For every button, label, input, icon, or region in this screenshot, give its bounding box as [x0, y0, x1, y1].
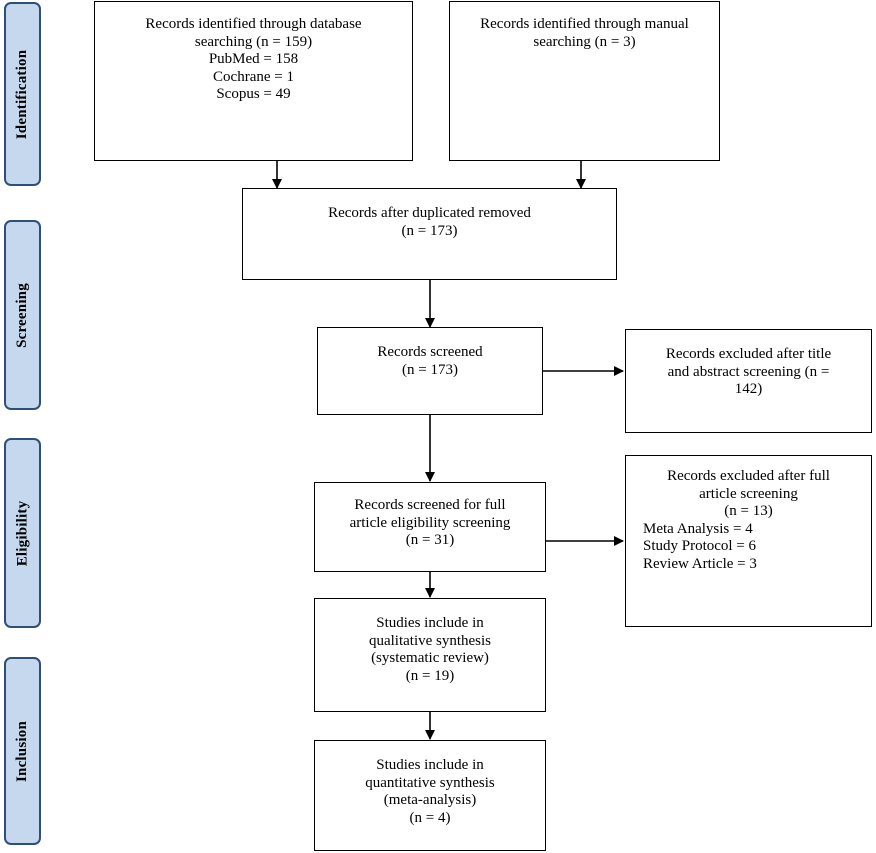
dedup-line: (n = 173) — [401, 222, 458, 239]
qualitative-line: qualitative synthesis — [368, 632, 492, 649]
db-search-line: Scopus = 49 — [216, 86, 291, 102]
dedup-box: Records after duplicated removed (n = 17… — [242, 188, 617, 280]
quantitative-line: Studies include in — [376, 757, 484, 773]
excluded-full-line: (n = 13) — [724, 503, 773, 519]
fulltext-line: (n = 31) — [405, 532, 455, 548]
db-search-line: PubMed = 158 — [208, 51, 299, 67]
fulltext-box: Records screened for full article eligib… — [314, 482, 546, 572]
phase-screening: Screening — [4, 220, 41, 410]
screened-box: Records screened (n = 173) — [317, 327, 543, 415]
excluded-full-box: Records excluded after full article scre… — [625, 455, 872, 627]
phase-inclusion: Inclusion — [4, 657, 41, 845]
phase-eligibility: Eligibility — [4, 438, 41, 628]
screened-line: (n = 173) — [402, 361, 458, 378]
dedup-line: Records after duplicated removed — [328, 205, 531, 221]
excluded-title-line: Records excluded after title — [665, 346, 832, 362]
phase-identification: Identification — [4, 2, 41, 186]
screened-line: Records screened — [377, 344, 483, 360]
quantitative-line: (meta-analysis) — [383, 792, 477, 808]
manual-search-line: Records identified through manual — [480, 16, 689, 32]
excluded-title-line: 142) — [734, 381, 763, 397]
qualitative-line: (n = 19) — [405, 667, 455, 684]
manual-search-line: searching (n = 3) — [533, 33, 636, 50]
quantitative-box: Studies include in quantitative synthesi… — [314, 740, 546, 851]
fulltext-line: Records screened for full — [354, 497, 506, 513]
quantitative-line: (n = 4) — [409, 809, 451, 826]
excluded-full-line: Records excluded after full — [667, 468, 830, 484]
manual-search-box: Records identified through manual search… — [449, 1, 720, 161]
db-search-line: Cochrane = 1 — [213, 68, 294, 85]
excluded-title-line: and abstract screening (n = — [667, 363, 830, 380]
fulltext-line: article eligibility screening — [349, 514, 511, 531]
qualitative-line: (systematic review) — [371, 650, 489, 666]
db-search-line: searching (n = 159) — [194, 33, 313, 50]
db-search-line: Records identified through database — [145, 16, 362, 32]
excluded-full-item: Review Article = 3 — [643, 555, 757, 572]
qualitative-line: Studies include in — [376, 615, 484, 631]
db-search-box: Records identified through database sear… — [94, 1, 413, 161]
excluded-full-item: Study Protocol = 6 — [643, 538, 757, 554]
excluded-full-line: article screening — [699, 485, 798, 502]
qualitative-box: Studies include in qualitative synthesis… — [314, 598, 546, 712]
excluded-full-item: Meta Analysis = 4 — [643, 520, 753, 537]
quantitative-line: quantitative synthesis — [365, 774, 495, 791]
excluded-title-box: Records excluded after title and abstrac… — [625, 329, 872, 433]
